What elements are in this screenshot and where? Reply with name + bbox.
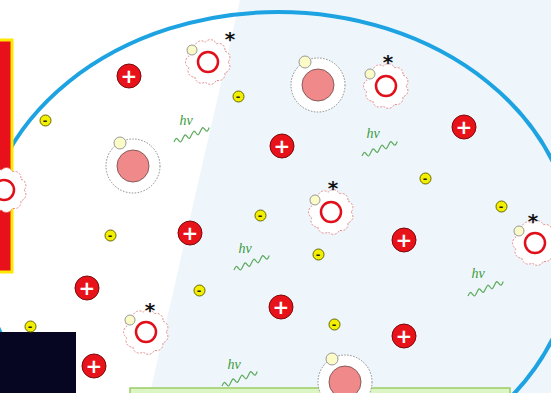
electron: - (24, 320, 37, 333)
electron: - (193, 284, 206, 297)
electron: - (419, 172, 432, 185)
ion: + (116, 63, 142, 89)
photon-wave (468, 282, 503, 296)
electron: - (312, 248, 325, 261)
charge-sign: + (74, 275, 100, 301)
excited-mark: * (225, 29, 235, 49)
excited-mark: * (528, 211, 538, 231)
charge-sign: + (451, 114, 477, 140)
electron: - (254, 209, 267, 222)
excited-mark: * (145, 300, 155, 320)
charge-sign: + (81, 353, 107, 379)
charge-sign: + (268, 294, 294, 320)
dark-panel (0, 332, 76, 393)
electron: - (328, 318, 341, 331)
ion: + (177, 220, 203, 246)
electron: - (104, 229, 117, 242)
photon-wave (222, 372, 257, 386)
electron: - (232, 90, 245, 103)
photon-label: hν (238, 242, 251, 256)
electron-sign: - (232, 90, 245, 103)
excited-mark: * (383, 52, 393, 72)
electron-sign: - (328, 318, 341, 331)
excited-atom (0, 168, 26, 213)
side-panel (0, 40, 12, 272)
electron-sign: - (495, 200, 508, 213)
electron-sign: - (312, 248, 325, 261)
ion: + (74, 275, 100, 301)
ion: + (269, 133, 295, 159)
excited-mark: * (328, 178, 338, 198)
photon-label: hν (179, 114, 192, 128)
neutral-atom (291, 56, 345, 112)
excited-atom (185, 40, 229, 85)
charge-sign: + (391, 323, 417, 349)
electron-sign: - (193, 284, 206, 297)
ion: + (81, 353, 107, 379)
charge-sign: + (177, 220, 203, 246)
electron-sign: - (39, 114, 52, 127)
plasma-boundary (0, 12, 551, 393)
photon-label: hν (471, 267, 484, 281)
photon-label: hν (366, 127, 379, 141)
electron-sign: - (104, 229, 117, 242)
electron-sign: - (24, 320, 37, 333)
electron: - (495, 200, 508, 213)
photon-wave (362, 142, 397, 156)
photon-wave (234, 256, 269, 270)
light-region (150, 0, 551, 393)
ion: + (391, 227, 417, 253)
ion: + (268, 294, 294, 320)
electron-sign: - (254, 209, 267, 222)
ion: + (451, 114, 477, 140)
photon-label: hν (227, 358, 240, 372)
electron: - (39, 114, 52, 127)
charge-sign: + (116, 63, 142, 89)
photon-wave (174, 128, 209, 142)
ion: + (391, 323, 417, 349)
charge-sign: + (391, 227, 417, 253)
neutral-atom (106, 137, 160, 193)
neutral-atom (318, 353, 372, 393)
charge-sign: + (269, 133, 295, 159)
electron-sign: - (419, 172, 432, 185)
